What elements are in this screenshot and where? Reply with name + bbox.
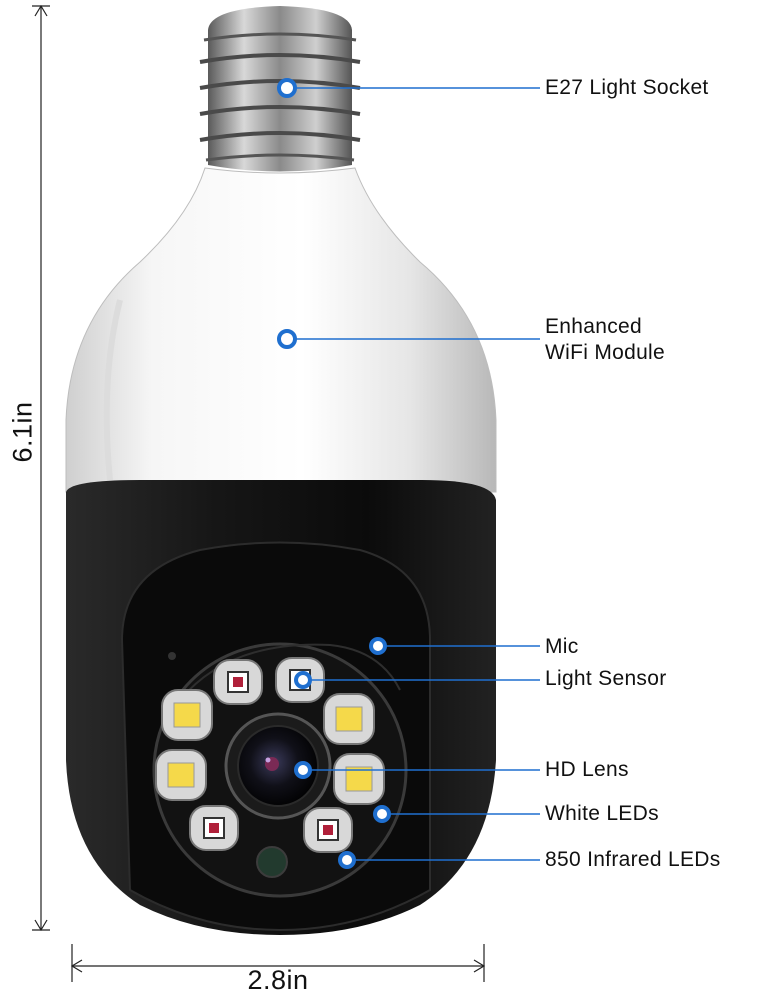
height-dimension [32, 6, 50, 930]
label-hd-lens: HD Lens [545, 757, 629, 783]
callout-dot-ir-leds [340, 853, 354, 867]
hd-lens [226, 714, 330, 818]
label-850-infrared-leds: 850 Infrared LEDs [545, 847, 721, 873]
bottom-sensor-window [257, 847, 287, 877]
label-mic: Mic [545, 634, 579, 660]
callout-dot-white-leds [375, 807, 389, 821]
ir-led-bottom-right [304, 808, 352, 852]
label-e27-light-socket: E27 Light Socket [545, 75, 709, 101]
callout-dot-mic [371, 639, 385, 653]
white-led-left-top [162, 690, 212, 740]
width-dimension-label: 2.8in [247, 965, 308, 996]
callout-dot-lens [296, 763, 310, 777]
height-dimension-label: 6.1in [8, 401, 39, 462]
callout-dot-light-sensor [296, 673, 310, 687]
white-housing [66, 168, 496, 492]
ir-led-bottom-left [190, 806, 238, 850]
callout-dot-socket [279, 80, 295, 96]
ir-led-top-left [214, 660, 262, 704]
label-enhanced-line1: Enhanced [545, 314, 642, 340]
callout-dot-wifi [279, 331, 295, 347]
white-led-right-bottom [334, 754, 384, 804]
label-wifi-module-line2: WiFi Module [545, 340, 665, 366]
label-white-leds: White LEDs [545, 801, 659, 827]
white-led-right-top [324, 694, 374, 744]
white-led-left-bottom [156, 750, 206, 800]
label-light-sensor: Light Sensor [545, 666, 667, 692]
camera-pinhole [168, 652, 176, 660]
